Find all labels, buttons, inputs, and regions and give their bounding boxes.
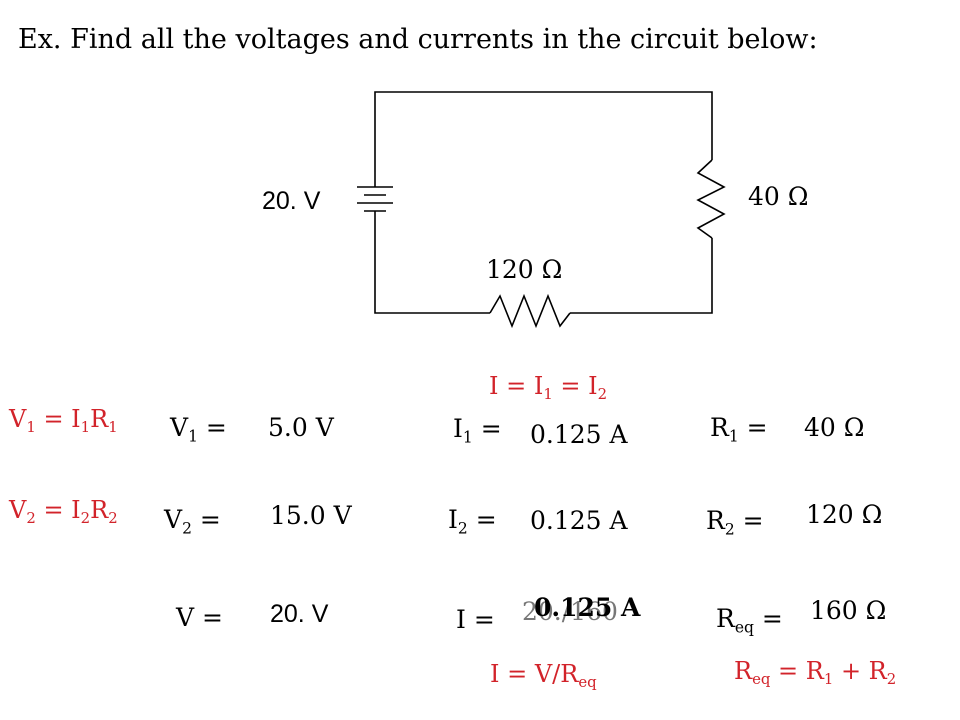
v-total-label: V = <box>176 603 223 632</box>
i2-label: I2 = <box>448 505 497 538</box>
wire-bottom-right <box>570 238 713 314</box>
i-formula: I = V/Req <box>490 660 597 692</box>
i1-value: 0.125 A <box>530 420 628 449</box>
wire-top <box>374 91 713 172</box>
i-total-value: 0.125 A <box>534 593 641 622</box>
source-voltage-label: 20. V <box>262 187 321 215</box>
v1-formula: V1 = I1R1 <box>9 405 118 437</box>
resistor-40-label: 40 Ω <box>748 182 809 211</box>
i-total-calculation: 20./160 <box>522 597 618 626</box>
req-value: 160 Ω <box>810 596 887 625</box>
req-label: Req = <box>716 604 783 637</box>
r1-label: R1 = <box>710 413 768 446</box>
r2-label: R2 = <box>706 506 764 539</box>
wire-bottom-left <box>374 218 490 314</box>
v-total-value: 20. V <box>270 600 329 628</box>
current-relation: I = I1 = I2 <box>489 372 608 404</box>
v2-formula: V2 = I2R2 <box>9 496 118 528</box>
r1-value: 40 Ω <box>804 413 865 442</box>
i2-value: 0.125 A <box>530 506 628 535</box>
r2-value: 120 Ω <box>806 500 883 529</box>
req-formula: Req = R1 + R2 <box>734 657 897 689</box>
v2-label: V2 = <box>164 505 221 538</box>
resistor-40-ohm <box>696 159 726 239</box>
v1-label: V1 = <box>170 413 227 446</box>
problem-title: Ex. Find all the voltages and currents i… <box>18 24 818 55</box>
resistor-120-label: 120 Ω <box>486 255 563 284</box>
i1-label: I1 = <box>453 414 502 447</box>
i-total-label: I = <box>456 605 495 634</box>
resistor-120-ohm <box>489 293 571 329</box>
v2-value: 15.0 V <box>270 501 352 530</box>
v1-value: 5.0 V <box>268 413 334 442</box>
